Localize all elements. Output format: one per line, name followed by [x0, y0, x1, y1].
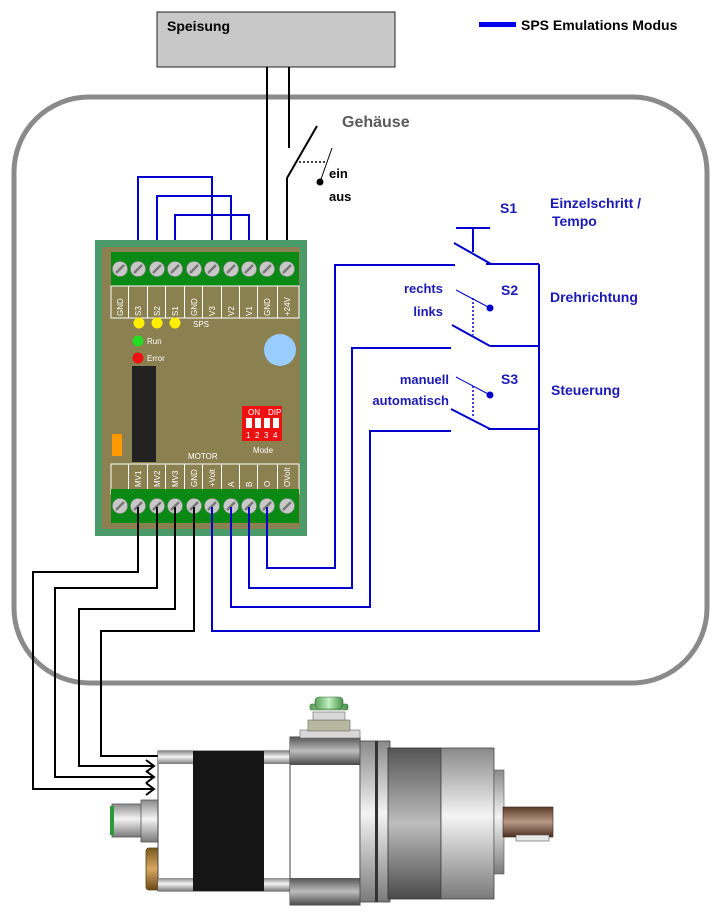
motor-label: MOTOR: [188, 452, 218, 461]
dip-number: 2: [255, 431, 260, 440]
dip-number: 3: [264, 431, 269, 440]
switch-s2-id: S2: [501, 282, 518, 298]
bottom-terminal-label: +Volt: [208, 468, 217, 487]
legend-swatch: [479, 22, 516, 27]
switch-s1[interactable]: [453, 227, 492, 265]
top-terminal-label: GND: [116, 298, 125, 316]
switch-s3-upper-label: manuell: [400, 372, 449, 387]
error-label: Error: [147, 354, 165, 363]
bottom-terminal-label: GND: [190, 469, 199, 487]
power-supply: Speisung: [156, 11, 396, 68]
bottom-terminal-screw[interactable]: [279, 498, 295, 514]
sps-led-3: [169, 317, 181, 329]
switch-wires: [211, 263, 540, 632]
switch-s3[interactable]: [450, 376, 494, 430]
bottom-terminal-screw[interactable]: [149, 498, 165, 514]
bottom-terminal-label: MV2: [153, 470, 162, 487]
switch-on-label: ein: [329, 166, 348, 181]
enclosure-outline: [11, 94, 710, 686]
orange-component: [112, 434, 122, 456]
top-terminal-screw[interactable]: [223, 261, 239, 277]
bottom-terminal-label: MV1: [134, 470, 143, 487]
sps-label: SPS: [193, 320, 209, 329]
ic-chip: [132, 366, 156, 462]
switch-s2-lower-label: links: [413, 304, 443, 319]
top-terminal-label: V2: [227, 306, 236, 316]
legend-label: SPS Emulations Modus: [521, 17, 678, 33]
stepper-motor: [110, 696, 554, 906]
top-terminal-label: S1: [171, 306, 180, 316]
bottom-terminal-screw[interactable]: [167, 498, 183, 514]
top-terminal-label: S3: [134, 306, 143, 316]
top-terminal-label: GND: [190, 298, 199, 316]
sps-led-2: [151, 317, 163, 329]
top-terminal-label: V1: [245, 306, 254, 316]
sps-led-1: [133, 317, 145, 329]
switch-s1-description-2: Tempo: [552, 213, 597, 229]
switch-s3-lower-label: automatisch: [372, 393, 449, 408]
run-led: [132, 335, 144, 347]
bottom-terminal-screw[interactable]: [186, 498, 202, 514]
enclosure-label: Gehäuse: [342, 114, 410, 131]
top-terminal-label: GND: [263, 298, 272, 316]
switch-off-label: aus: [329, 189, 351, 204]
top-terminal-label: +24V: [283, 296, 292, 316]
dip-number: 1: [246, 431, 251, 440]
power-supply-label: Speisung: [167, 18, 230, 34]
error-led: [132, 352, 144, 364]
top-terminal-label: S2: [153, 306, 162, 316]
dip-on-label: ON: [248, 408, 260, 417]
run-label: Run: [147, 337, 162, 346]
bottom-terminal-label: B: [245, 482, 254, 487]
main-power-switch[interactable]: ein aus: [299, 147, 351, 204]
switch-s3-id: S3: [501, 371, 518, 387]
top-terminal-screw[interactable]: [112, 261, 128, 277]
top-terminal-screw[interactable]: [167, 261, 183, 277]
switch-s1-description: Einzelschritt /: [550, 195, 641, 211]
top-terminal-label: V3: [208, 306, 217, 316]
potentiometer-knob[interactable]: [264, 334, 296, 366]
bottom-terminal-screw[interactable]: [204, 498, 220, 514]
bottom-terminal-label: O: [263, 481, 272, 487]
motor-wires: [32, 507, 195, 796]
top-terminal-screw[interactable]: [279, 261, 295, 277]
switch-s2-description: Drehrichtung: [550, 289, 638, 305]
dip-mode-label: Mode: [253, 446, 274, 455]
top-terminal-screw[interactable]: [149, 261, 165, 277]
bottom-terminal-label: A: [227, 481, 236, 487]
switch-s3-description: Steuerung: [551, 382, 620, 398]
bottom-terminal-label: MV3: [171, 470, 180, 487]
legend: SPS Emulations Modus: [479, 17, 678, 33]
bottom-terminal-label: OVolt: [283, 467, 292, 487]
top-terminal-screw[interactable]: [186, 261, 202, 277]
top-terminal-screw[interactable]: [241, 261, 257, 277]
dip-number: 4: [273, 431, 278, 440]
switch-s2[interactable]: [451, 289, 494, 347]
top-terminal-screw[interactable]: [130, 261, 146, 277]
top-terminal-screw[interactable]: [259, 261, 275, 277]
power-wires: [266, 67, 318, 268]
bottom-terminal-screw[interactable]: [112, 498, 128, 514]
top-terminal-screw[interactable]: [204, 261, 220, 277]
switch-s1-id: S1: [500, 200, 517, 216]
dip-dip-label: DIP: [268, 408, 281, 417]
switch-s2-upper-label: rechts: [404, 281, 443, 296]
